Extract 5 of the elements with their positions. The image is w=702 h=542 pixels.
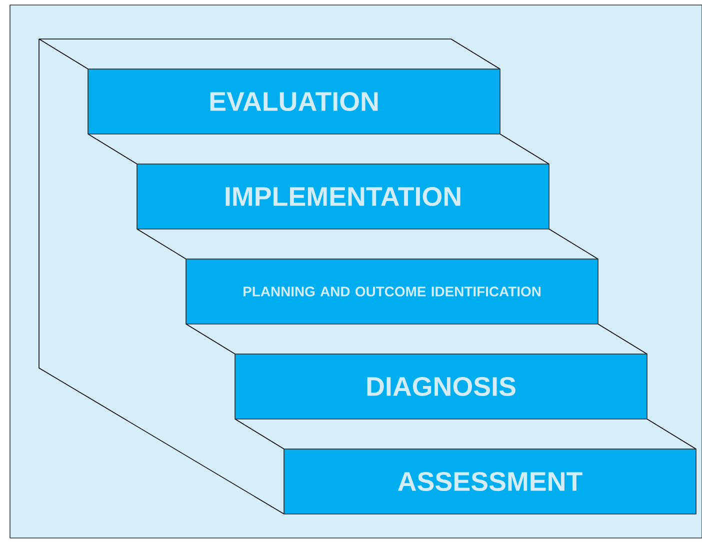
step-box: PLANNING AND OUTCOME IDENTIFICATION <box>186 258 598 324</box>
step-box: IMPLEMENTATION <box>136 164 550 230</box>
step-box: DIAGNOSIS <box>234 354 648 420</box>
step-box: EVALUATION <box>88 68 500 134</box>
step-box: ASSESSMENT <box>284 448 696 514</box>
